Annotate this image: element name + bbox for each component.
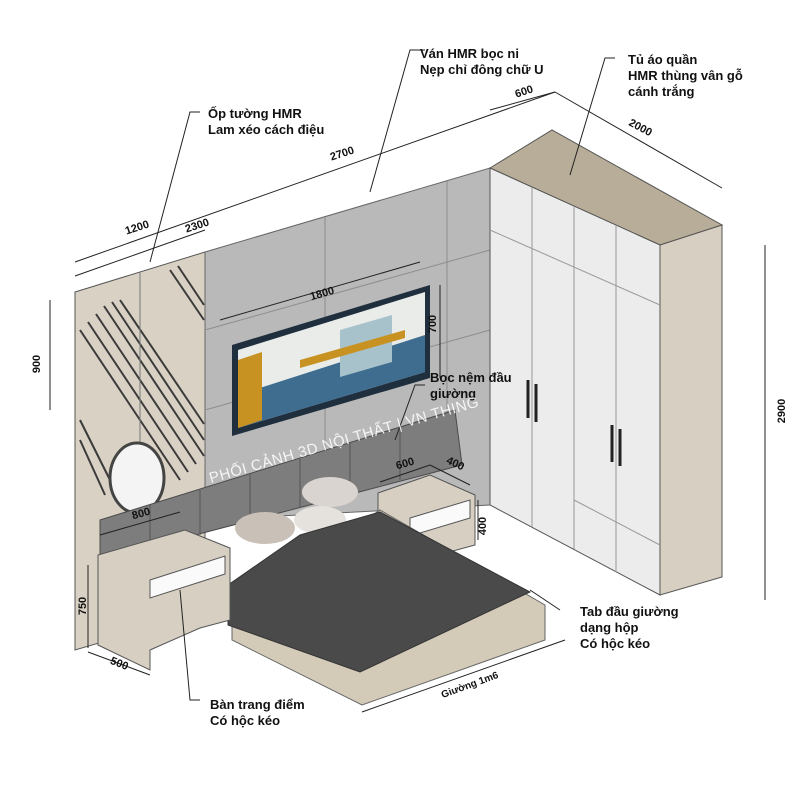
dressing-table — [97, 529, 231, 671]
wardrobe-side — [659, 224, 723, 596]
label-line: Có hộc kéo — [580, 636, 651, 651]
lam-slats — [79, 265, 205, 496]
label-line: Bọc nệm đầu — [430, 370, 512, 385]
dim-art-height: 700 — [427, 314, 440, 334]
label-line: Tab đầu giường — [580, 604, 679, 619]
label-line: HMR thùng vân gỗ — [628, 68, 743, 83]
upholstered-headboard — [99, 409, 463, 561]
label-line: Nẹp chỉ đông chữ U — [420, 62, 544, 77]
label-line: Lam xéo cách điệu — [208, 122, 325, 137]
label-line: Có hộc kéo — [210, 713, 281, 728]
dim-panel-height: 900 — [31, 354, 44, 374]
label-line: giường — [430, 386, 477, 401]
label-line: Bàn trang điểm — [210, 697, 305, 712]
dim-table-height: 750 — [77, 596, 90, 616]
dim-nightstand-height: 400 — [477, 516, 490, 536]
label-line: dạng hộp — [580, 620, 639, 635]
dim-wardrobe-height: 2900 — [776, 398, 789, 424]
label-line: Ván HMR bọc ni — [420, 46, 519, 61]
label-line: Tủ áo quần — [628, 52, 698, 67]
label-line: Ốp tường HMR — [208, 106, 302, 121]
label-line: cánh trắng — [628, 84, 695, 99]
bed-mattress — [227, 511, 532, 673]
